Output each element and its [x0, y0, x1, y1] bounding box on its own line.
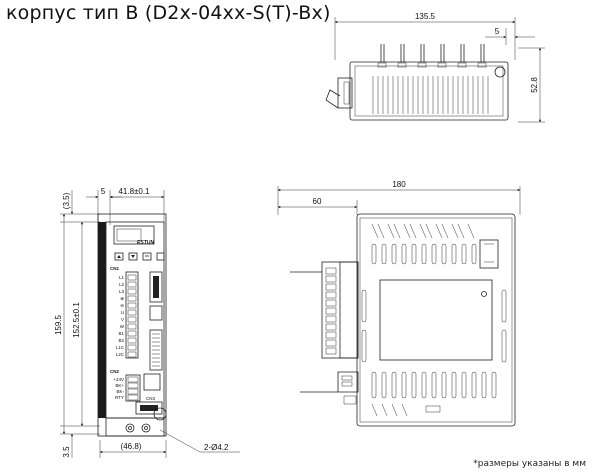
terminal-label: ⊖	[120, 303, 124, 308]
terminal-label: BK+	[115, 383, 124, 388]
page-title: корпус тип B (D2x-04xx-S(T)-Bx)	[6, 2, 331, 24]
dim-top-height: 52.8	[530, 77, 539, 93]
terminal-label: U	[121, 310, 124, 315]
front-view: 5 41.8±0.1 (3.5) 159.5 152.5±0.1 3.5 (46…	[54, 187, 240, 458]
terminal-label: B1	[118, 331, 124, 336]
side-view: 180 60	[277, 180, 521, 427]
cn2-terminal-labels: +24V BK+ BK- RTY	[113, 377, 124, 400]
dim-front-bottom: 3.5	[62, 446, 71, 458]
terminal-label: L1C	[116, 345, 125, 350]
dim-mount-holes: 2-Ø4.2	[204, 443, 229, 452]
dim-top-width: 135.5	[415, 12, 436, 21]
terminal-label: L3	[119, 289, 125, 294]
terminal-label: BK-	[116, 389, 124, 394]
terminal-label: L1	[119, 275, 125, 280]
dim-side-offset: 60	[313, 197, 322, 206]
cn1-terminal-labels: L1 L2 L3 ⊕ ⊖ U V W B1 B2 L1C L2C	[116, 275, 125, 357]
terminal-label: L2	[119, 282, 125, 287]
footnote: *размеры указаны в мм	[473, 459, 586, 469]
brand-logo: ESTUN	[137, 240, 154, 246]
terminal-label: B2	[118, 338, 124, 343]
dim-front-offset: 5	[101, 187, 106, 196]
front-buttons	[114, 252, 165, 261]
dim-front-top: (3.5)	[62, 192, 71, 209]
dim-top-offset: 5	[495, 27, 500, 36]
dim-front-height-outer: 159.5	[54, 314, 63, 335]
dim-front-height-inner: 152.5±0.1	[72, 302, 81, 338]
cn1-label: CN1	[110, 266, 119, 271]
terminal-label: W	[120, 324, 125, 329]
terminal-label: ⊕	[120, 296, 124, 301]
terminal-label: RTY	[115, 395, 124, 400]
dim-front-width: 41.8±0.1	[118, 187, 150, 196]
terminal-label: +24V	[113, 377, 124, 382]
top-view: 135.5 5 52.8	[325, 12, 545, 123]
cn2-label: CN2	[110, 369, 119, 374]
cn3-label: CN3	[146, 396, 155, 401]
dim-front-bottom-width: (46.8)	[121, 442, 142, 451]
terminal-label: L2C	[116, 352, 125, 357]
dim-side-width: 180	[392, 180, 406, 189]
terminal-label: V	[121, 317, 124, 322]
